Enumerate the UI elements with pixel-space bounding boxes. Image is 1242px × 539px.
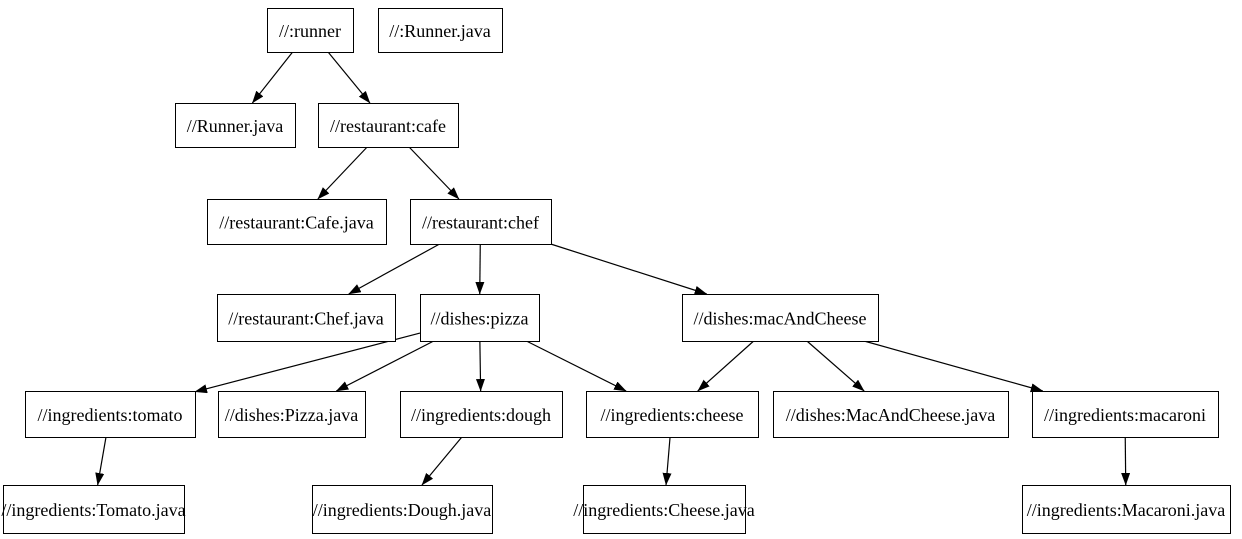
graph-node-label: //ingredients:cheese (601, 405, 744, 425)
graph-node-label: //Runner.java (187, 116, 283, 136)
graph-edge-chef-to-pizza (475, 243, 485, 295)
graph-node-box (3, 485, 185, 534)
graph-edge-pizza-to-dough (475, 340, 485, 392)
graph-node-box (318, 103, 459, 148)
graph-node-box (586, 391, 759, 438)
graph-node-label: //ingredients:dough (411, 405, 551, 425)
graph-node-box (400, 391, 563, 438)
graph-edge-cafe-to-cafe_java (317, 146, 368, 200)
graph-node-label: //:Runner.java (389, 21, 490, 41)
graph-node-box (175, 103, 296, 148)
graph-node-label: //dishes:pizza (431, 309, 529, 329)
graph-edge-pizza-to-tomato (194, 332, 421, 394)
graph-node-label: //ingredients:Tomato.java (1, 500, 185, 520)
graph-node-box (1032, 391, 1219, 438)
graph-node-label: //restaurant:chef (422, 213, 539, 233)
graph-edge-mac_and_cheese-to-macaroni (863, 340, 1044, 393)
graph-node-mac_and_cheese: //dishes:macAndCheese (682, 294, 879, 342)
graph-node-box (773, 391, 1009, 438)
graph-node-runner_java: //Runner.java (175, 103, 296, 148)
graph-node-label: //ingredients:Macaroni.java (1027, 500, 1225, 520)
graph-node-label: //restaurant:Cafe.java (219, 213, 373, 233)
graph-node-box (1022, 485, 1231, 534)
graph-node-box (682, 294, 879, 342)
graph-node-box (420, 294, 540, 342)
graph-node-box (312, 485, 493, 534)
graph-node-macaroni_java: //ingredients:Macaroni.java (1022, 485, 1231, 534)
graph-node-box (410, 199, 552, 245)
graph-node-box (207, 199, 387, 245)
graph-node-box (217, 294, 396, 342)
graph-node-macaroni: //ingredients:macaroni (1032, 391, 1219, 438)
graph-node-label: //ingredients:macaroni (1044, 405, 1206, 425)
graph-node-label: //ingredients:tomato (38, 405, 183, 425)
graph-edge-chef-to-mac_and_cheese (550, 243, 708, 295)
graph-node-label: //ingredients:Dough.java (313, 500, 491, 520)
graph-edge-runner-to-cafe (327, 51, 371, 104)
graph-node-box (25, 391, 196, 438)
graph-node-chef: //restaurant:chef (410, 199, 552, 245)
graph-node-box (583, 485, 746, 534)
graph-node-label: //dishes:Pizza.java (225, 405, 358, 425)
graph-node-box (378, 8, 503, 53)
graph-node-cheese: //ingredients:cheese (586, 391, 759, 438)
graph-edge-pizza-to-cheese (526, 340, 627, 392)
graph-node-label: //restaurant:Chef.java (228, 309, 383, 329)
graph-node-pizza_java: //dishes:Pizza.java (218, 391, 366, 438)
graph-node-label: //:runner (279, 21, 341, 41)
graph-node-dough: //ingredients:dough (400, 391, 563, 438)
graph-edge-mac_and_cheese-to-mac_and_cheese_java (806, 340, 865, 392)
edges-layer (95, 51, 1131, 486)
graph-node-box (267, 8, 354, 53)
graph-edge-dough-to-dough_java (421, 436, 463, 486)
graph-edge-pizza-to-pizza_java (335, 340, 434, 392)
graph-node-cafe_java: //restaurant:Cafe.java (207, 199, 387, 245)
graph-node-chef_java: //restaurant:Chef.java (217, 294, 396, 342)
graph-node-cafe: //restaurant:cafe (318, 103, 459, 148)
graph-edge-runner-to-runner_java (251, 51, 294, 104)
nodes-layer: //:runner //:Runner.java //Runner.java //re… (1, 8, 1231, 534)
graph-node-mac_and_cheese_java: //dishes:MacAndCheese.java (773, 391, 1009, 438)
graph-node-cheese_java: //ingredients:Cheese.java (573, 485, 755, 534)
graph-edge-mac_and_cheese-to-cheese (697, 340, 755, 392)
graph-node-root_runner_java: //:Runner.java (378, 8, 503, 53)
graph-node-pizza: //dishes:pizza (420, 294, 540, 342)
graph-edge-tomato-to-tomato_java (95, 436, 107, 486)
graph-node-label: //ingredients:Cheese.java (573, 500, 754, 520)
graph-node-label: //dishes:macAndCheese (694, 309, 867, 329)
graph-edge-chef-to-chef_java (348, 243, 440, 295)
graph-node-dough_java: //ingredients:Dough.java (312, 485, 493, 534)
graph-node-label: //restaurant:cafe (330, 116, 446, 136)
graph-node-runner: //:runner (267, 8, 354, 53)
graph-edge-macaroni-to-macaroni_java (1121, 436, 1131, 486)
graph-node-tomato_java: //ingredients:Tomato.java (1, 485, 186, 534)
graph-node-box (218, 391, 366, 438)
graph-edge-cafe-to-chef (408, 146, 460, 200)
graph-edge-cheese-to-cheese_java (662, 436, 672, 486)
graph-node-label: //dishes:MacAndCheese.java (786, 405, 995, 425)
graph-node-tomato: //ingredients:tomato (25, 391, 196, 438)
